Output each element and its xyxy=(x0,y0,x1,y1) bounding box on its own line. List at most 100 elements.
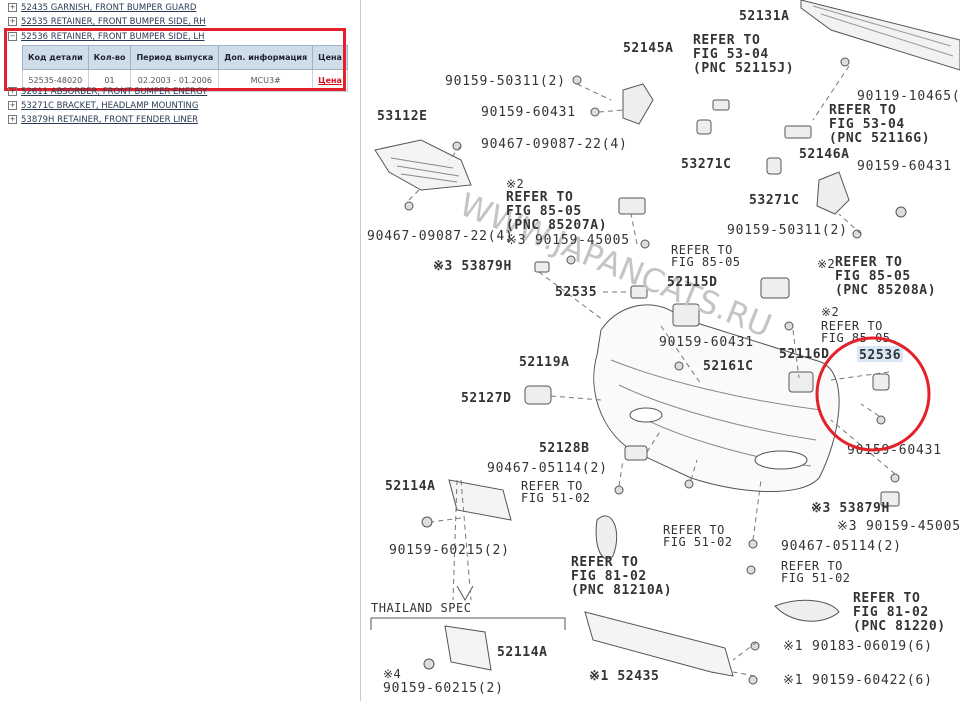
diagram-label[interactable]: REFER TO xyxy=(853,591,920,606)
diagram-label[interactable]: 52128B xyxy=(539,441,590,456)
diagram-label[interactable]: 52114A xyxy=(385,479,436,494)
diagram-label[interactable]: THAILAND SPEC xyxy=(371,601,471,615)
highlighted-part-label[interactable]: 52536 xyxy=(859,348,901,363)
diagram-label[interactable]: 90159-50311(2) xyxy=(445,74,566,89)
diagram-label[interactable]: (PNC 81210A) xyxy=(571,583,672,598)
diagram-label[interactable]: ※1 90159-60422(6) xyxy=(783,673,933,688)
diagram-label[interactable]: 52119A xyxy=(519,355,570,370)
diagram-label[interactable]: (PNC 52115J) xyxy=(693,61,794,76)
diagram-label[interactable]: 90467-05114(2) xyxy=(487,461,608,476)
diagram-label[interactable]: 52114A xyxy=(497,645,548,660)
diagram-label[interactable]: (PNC 52116G) xyxy=(829,131,930,146)
diagram-label[interactable]: ※3 53879H xyxy=(433,259,512,274)
diagram-label[interactable]: REFER TO xyxy=(671,243,733,257)
diagram-label[interactable]: 52127D xyxy=(461,391,512,406)
diagram-label[interactable]: ※3 90159-45005 xyxy=(837,519,960,534)
tree-item-52611[interactable]: +52611 ABSORBER, FRONT BUMPER ENERGY xyxy=(8,87,207,97)
label-highlight-bg xyxy=(857,346,903,362)
diagram-label[interactable]: FIG 51-02 xyxy=(663,535,733,549)
diagram-label[interactable]: REFER TO xyxy=(821,319,883,333)
diagram-label[interactable]: (PNC 85208A) xyxy=(835,283,936,298)
table-row: 52535-48020 01 02.2003 - 01.2006 MCU3# Ц… xyxy=(22,69,348,92)
diagram-label[interactable]: 90467-05114(2) xyxy=(781,539,902,554)
tree-item-code: 52611 xyxy=(21,87,49,97)
diagram-label[interactable]: 53271C xyxy=(749,193,800,208)
diagram-label[interactable]: 90159-60431 xyxy=(857,159,952,174)
diagram-label[interactable]: REFER TO xyxy=(663,523,725,537)
diagram-label[interactable]: REFER TO xyxy=(781,559,843,573)
diagram-label[interactable]: 90159-60431 xyxy=(481,105,576,120)
diagram-label[interactable]: FIG 53-04 xyxy=(829,117,905,132)
col-part-code[interactable]: Код детали xyxy=(22,45,89,70)
expand-icon[interactable]: + xyxy=(8,3,17,12)
diagram-label[interactable]: REFER TO xyxy=(693,33,760,48)
diagram-label[interactable]: ※2 xyxy=(506,177,524,191)
diagram-label[interactable]: 90159-60215(2) xyxy=(383,681,504,696)
diagram-label[interactable]: FIG 51-02 xyxy=(521,491,591,505)
expand-icon[interactable]: + xyxy=(8,101,17,110)
tree-item-53879h[interactable]: +53879H RETAINER, FRONT FENDER LINER xyxy=(8,115,198,125)
diagram-label[interactable]: ※2 xyxy=(817,257,835,271)
diagram-label[interactable]: REFER TO xyxy=(829,103,896,118)
diagram-label[interactable]: REFER TO xyxy=(835,255,902,270)
diagram-label[interactable]: 90159-50311(2) xyxy=(727,223,848,238)
col-info[interactable]: Доп. информация xyxy=(218,45,314,70)
diagram-label[interactable]: FIG 81-02 xyxy=(853,605,929,620)
tree-item-52535[interactable]: +52535 RETAINER, FRONT BUMPER SIDE, RH xyxy=(8,17,206,27)
diagram-label[interactable]: FIG 85-05 xyxy=(835,269,911,284)
diagram-label[interactable]: REFER TO xyxy=(521,479,583,493)
diagram-label[interactable]: ※3 53879H xyxy=(811,501,890,516)
diagram-label[interactable]: 52131A xyxy=(739,9,790,24)
diagram-label[interactable]: (PNC 85207A) xyxy=(506,218,607,233)
diagram-label[interactable]: 90119-10465(3) xyxy=(857,89,960,104)
selection-highlight-box xyxy=(4,28,346,91)
expand-icon[interactable]: + xyxy=(8,17,17,26)
diagram-label[interactable]: 90159-60431 xyxy=(659,335,754,350)
diagram-label[interactable]: REFER TO xyxy=(506,190,573,205)
diagram-shapes xyxy=(370,0,960,685)
diagram-label[interactable]: FIG 85-05 xyxy=(821,331,891,345)
diagram-label[interactable]: 52161C xyxy=(703,359,754,374)
diagram-label[interactable]: (PNC 81220) xyxy=(853,619,946,634)
diagram-label[interactable]: 53271C xyxy=(681,157,732,172)
tree-item-label: RETAINER, FRONT BUMPER SIDE, LH xyxy=(48,32,205,42)
diagram-label[interactable]: 53112E xyxy=(377,109,428,124)
collapse-icon[interactable]: − xyxy=(8,32,17,41)
diagram-label[interactable]: REFER TO xyxy=(571,555,638,570)
tree-item-code: 53271C xyxy=(21,101,54,111)
tree-item-label: BRACKET, HEADLAMP MOUNTING xyxy=(53,101,199,111)
price-link[interactable]: Цена xyxy=(312,69,348,92)
diagram-label[interactable]: ※2 xyxy=(821,305,839,319)
diagram-label[interactable]: 90467-09087-22(4) xyxy=(481,137,628,152)
diagram-label[interactable]: 90159-60215(2) xyxy=(389,543,510,558)
diagram-label[interactable]: 52146A xyxy=(799,147,850,162)
diagram-label[interactable]: FIG 85-05 xyxy=(671,255,741,269)
diagram-label[interactable]: FIG 85-05 xyxy=(506,204,582,219)
tree-item-52536[interactable]: −52536 RETAINER, FRONT BUMPER SIDE, LH xyxy=(8,32,205,42)
diagram-label[interactable]: FIG 53-04 xyxy=(693,47,769,62)
diagram-label[interactable]: FIG 51-02 xyxy=(781,571,851,585)
tree-item-53271c[interactable]: +53271C BRACKET, HEADLAMP MOUNTING xyxy=(8,101,199,111)
diagram-label[interactable]: 52116D xyxy=(779,347,830,362)
tree-item-52435[interactable]: +52435 GARNISH, FRONT BUMPER GUARD xyxy=(8,3,196,13)
diagram-label[interactable]: 52115D xyxy=(667,275,718,290)
diagram-label[interactable]: ※4 xyxy=(383,667,401,681)
tree-item-code: 52536 xyxy=(21,32,49,42)
diagram-label[interactable]: 52535 xyxy=(555,285,597,300)
diagram-label[interactable]: ※1 90183-06019(6) xyxy=(783,639,933,654)
diagram-label[interactable]: 52145A xyxy=(623,41,674,56)
expand-icon[interactable]: + xyxy=(8,87,17,96)
diagram-label[interactable]: 90159-60431 xyxy=(847,443,942,458)
expand-icon[interactable]: + xyxy=(8,115,17,124)
diagram-label[interactable]: 90467-09087-22(4) xyxy=(367,229,514,244)
tree-item-code: 53879H xyxy=(21,115,55,125)
diagram-label[interactable]: ※1 52435 xyxy=(589,669,659,684)
col-price[interactable]: Цена xyxy=(312,45,348,70)
parts-list-panel: +52435 GARNISH, FRONT BUMPER GUARD +5253… xyxy=(0,0,360,701)
parts-table: Код детали Кол-во Период выпуска Доп. ин… xyxy=(22,45,348,92)
diagram-label[interactable]: FIG 81-02 xyxy=(571,569,647,584)
diagram-label[interactable]: ※3 90159-45005 xyxy=(506,233,630,248)
table-header-row: Код детали Кол-во Период выпуска Доп. ин… xyxy=(22,45,348,70)
